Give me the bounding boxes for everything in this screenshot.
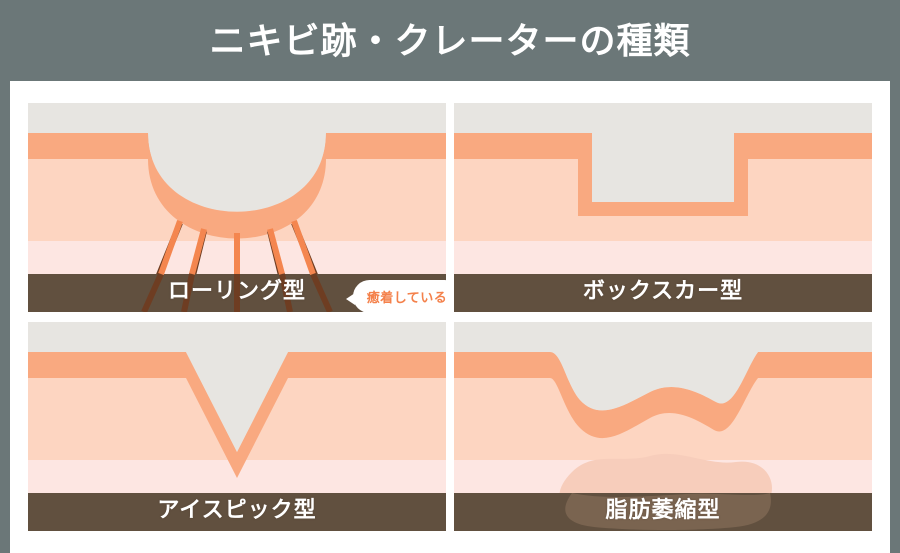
- header-bar: ニキビ跡・クレーターの種類: [0, 0, 900, 81]
- panel-grid: 癒着している ローリング型: [28, 103, 872, 543]
- callout-adhesion-text: 癒着している: [366, 290, 446, 305]
- content-card: 癒着している ローリング型: [10, 81, 890, 553]
- panel-rolling[interactable]: 癒着している ローリング型: [28, 103, 446, 312]
- panel-fat-atrophy[interactable]: 萎縮 脂肪萎縮型: [454, 322, 872, 531]
- boxcar-type-diagram: [454, 103, 872, 312]
- fat-atrophy-type-diagram: [454, 322, 872, 531]
- icepick-type-diagram: [28, 322, 446, 531]
- fibrous-strands-upper: [158, 219, 316, 276]
- panel-icepick[interactable]: アイスピック型: [28, 322, 446, 531]
- page-title: ニキビ跡・クレーターの種類: [209, 19, 691, 61]
- rolling-type-diagram: [28, 103, 446, 312]
- panel-boxcar[interactable]: ボックスカー型: [454, 103, 872, 312]
- fibrous-strands-muscle: [141, 272, 333, 312]
- callout-adhesion: 癒着している: [346, 280, 446, 312]
